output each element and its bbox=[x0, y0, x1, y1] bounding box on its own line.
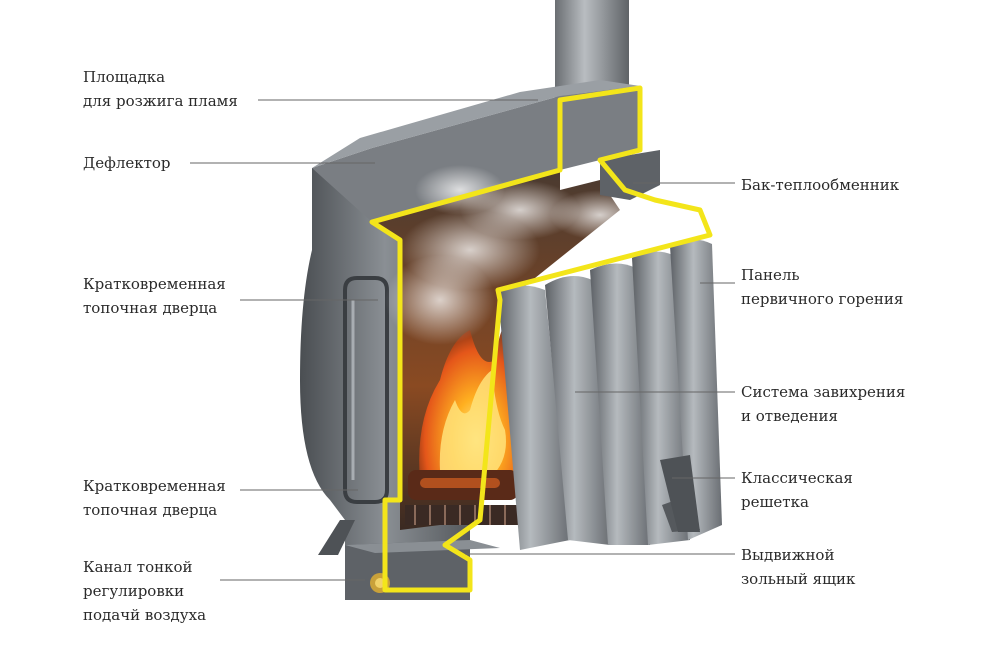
label-deflector: Дефлектор bbox=[83, 154, 171, 172]
right-leg bbox=[660, 455, 700, 532]
label-classic-grate: Классическая решетка bbox=[741, 469, 853, 511]
cut-edge-outline bbox=[369, 85, 713, 593]
door-outline bbox=[343, 276, 389, 504]
label-heat-exchanger: Бак-теплообменник bbox=[741, 176, 900, 194]
grate bbox=[405, 505, 520, 525]
embers bbox=[420, 478, 500, 488]
label-primary-panel: Панель первичного горения bbox=[741, 266, 904, 308]
top-plate bbox=[312, 80, 640, 168]
label-ignition-platform: Площадка для розжига пламя bbox=[83, 68, 238, 110]
label-ash-drawer: Выдвижной зольный ящик bbox=[741, 546, 856, 588]
label-door-lower: Кратковременная топочная дверца bbox=[83, 477, 226, 519]
left-leg bbox=[318, 520, 355, 555]
label-swirl-system: Система завихрения и отведения bbox=[741, 383, 906, 425]
heat-exchanger-tank bbox=[600, 150, 660, 200]
label-door-upper: Кратковременная топочная дверца bbox=[83, 275, 226, 317]
label-air-channel: Канал тонкой регулировки подачй воздуха bbox=[83, 558, 207, 624]
